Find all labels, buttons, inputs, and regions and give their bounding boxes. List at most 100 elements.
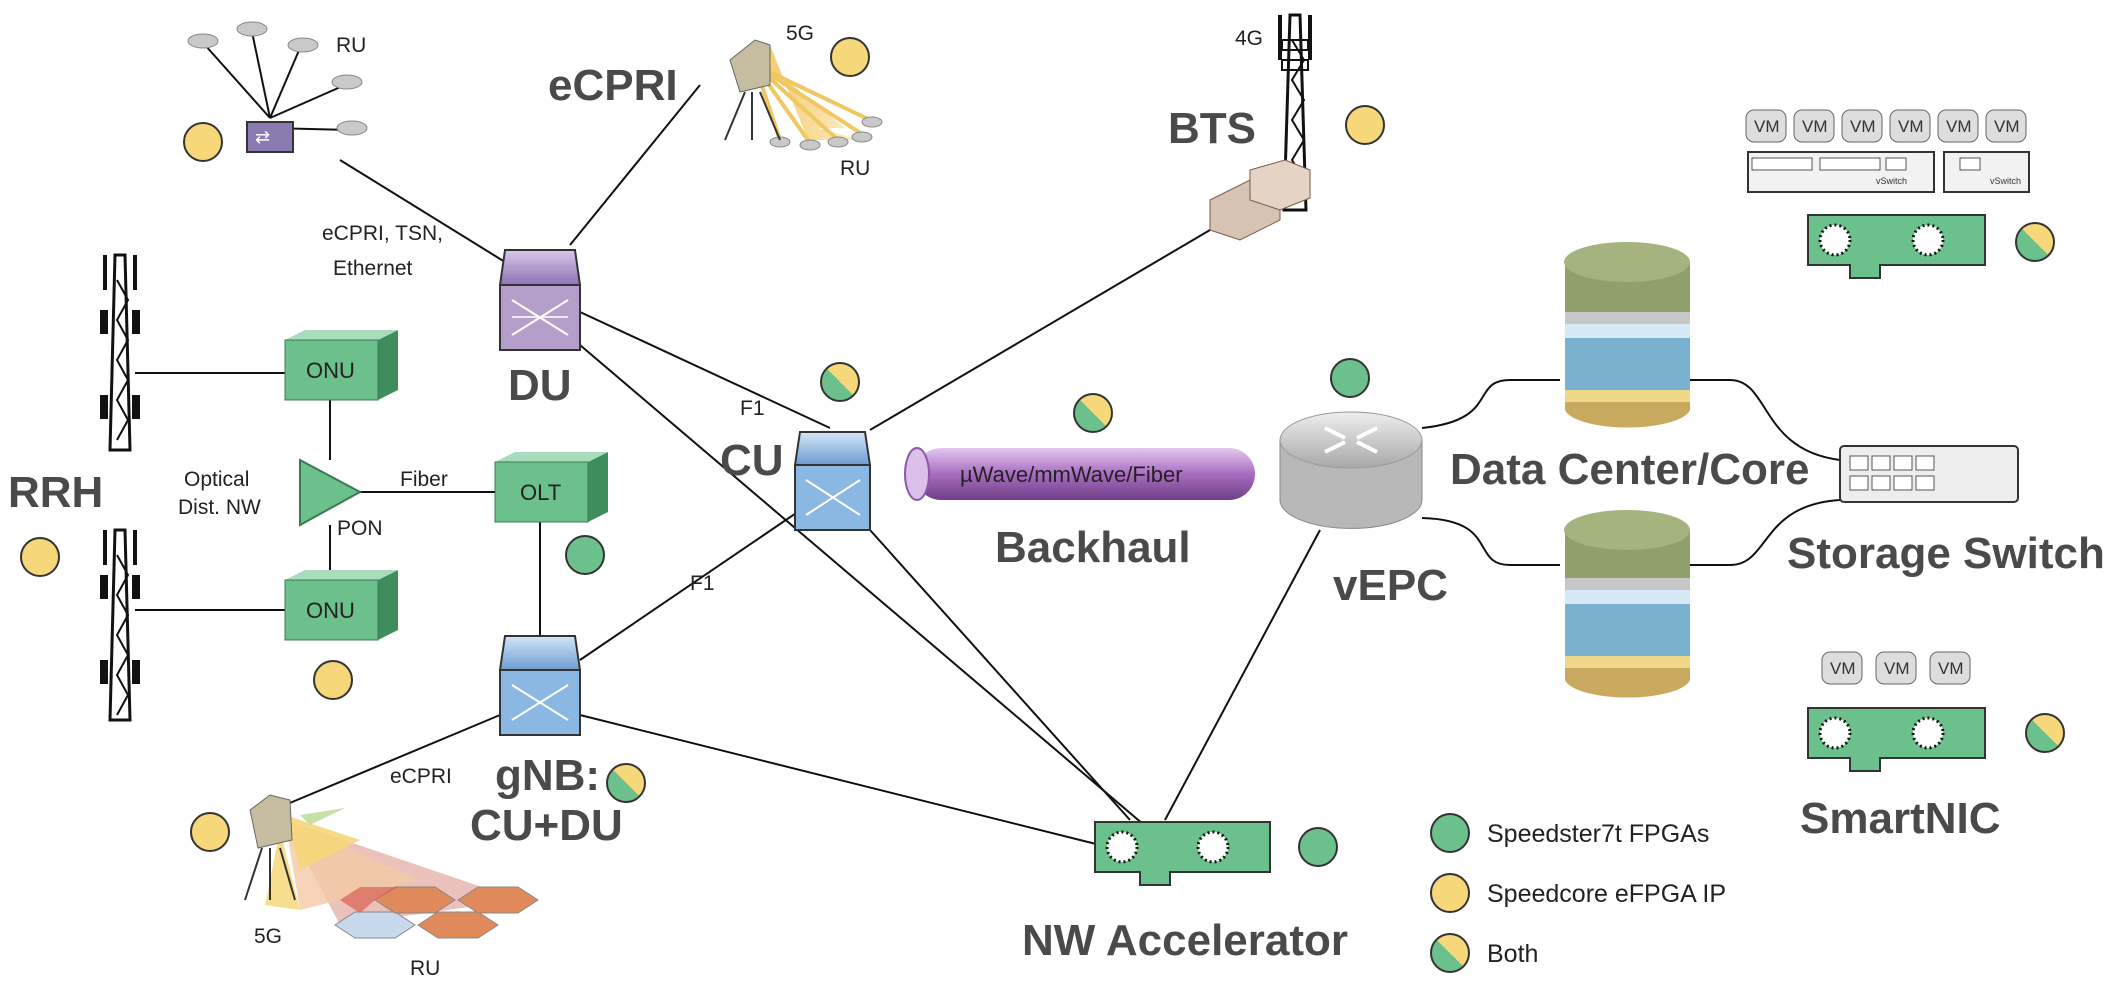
bts-icon (1209, 159, 1311, 241)
rrh-label: RRH (8, 468, 103, 517)
legend-swatch-yellow (1430, 873, 1470, 913)
vepc-label: vEPC (1333, 561, 1448, 610)
svg-text:VM: VM (1938, 659, 1964, 678)
svg-text:VM: VM (1994, 117, 2020, 136)
onu-bottom-label: ONU (306, 598, 355, 623)
link-vepc-db-top (1421, 379, 1560, 429)
link-5g-du (569, 84, 701, 246)
vm-row-smartnic: VM VM VM (1821, 651, 1971, 685)
link-db-top-switch (1690, 379, 1841, 461)
fpga-card-server (1807, 214, 1986, 279)
svg-text:⇄: ⇄ (255, 127, 270, 147)
storage-switch (1839, 445, 2019, 503)
storage-switch-label: Storage Switch (1787, 529, 2105, 578)
ru-antenna-icon (769, 116, 883, 151)
splitter-icon (299, 458, 363, 527)
rrh-tower-bottom (100, 528, 140, 722)
legend-swatch-green (1430, 813, 1470, 853)
nw-accelerator-card (1094, 821, 1271, 886)
fiveg-top-label: 5G (786, 22, 814, 45)
onu-box-top: ONU (284, 330, 398, 401)
smartnic-card (1807, 707, 1986, 772)
svg-text:VM: VM (1850, 117, 1876, 136)
marker-yellow (190, 812, 230, 852)
link-vepc-db-bottom (1421, 517, 1560, 566)
olt-box: OLT (494, 452, 608, 523)
marker-both (1073, 393, 1113, 433)
link-gnb-5g (284, 714, 501, 806)
marker-green (565, 535, 605, 575)
svg-text:VM: VM (1884, 659, 1910, 678)
fourg-label: 4G (1235, 27, 1263, 50)
marker-yellow (313, 660, 353, 700)
marker-both (2015, 222, 2055, 262)
link-cu-bts (869, 229, 1211, 431)
link-label-ethernet: Ethernet (333, 257, 413, 280)
link-du-nwaccel (579, 344, 1151, 831)
svg-text:vSwitch: vSwitch (1876, 176, 1907, 186)
marker-green (1330, 358, 1370, 398)
link-vepc-nwaccel (1164, 529, 1321, 821)
link-cu-nwaccel (869, 529, 1131, 821)
onu-box-bottom: ONU (284, 570, 398, 641)
rrh-tower-top (100, 253, 140, 452)
marker-yellow (20, 537, 60, 577)
legend-swatch-both (1430, 933, 1470, 973)
database-bottom (1564, 510, 1690, 698)
link-cu-gnb (579, 489, 831, 661)
du-switch (498, 249, 582, 351)
backhaul-label: Backhaul (995, 523, 1191, 572)
fiber-label: Fiber (400, 468, 448, 491)
olt-label: OLT (520, 480, 561, 505)
du-label: DU (508, 361, 572, 410)
legend-label-speedster: Speedster7t FPGAs (1487, 820, 1709, 848)
ru-antenna-icon (187, 21, 368, 136)
svg-text:VM: VM (1830, 659, 1856, 678)
cu-label: CU (720, 436, 784, 485)
svg-text:VM: VM (1898, 117, 1924, 136)
vepc-router (1279, 411, 1423, 529)
marker-yellow (183, 122, 223, 162)
tower-icon (729, 39, 771, 93)
optical-label-2: Dist. NW (178, 496, 261, 519)
cu-switch (793, 431, 872, 531)
fiveg-bottom-label: 5G (254, 925, 282, 948)
gnb-switch (498, 635, 582, 736)
marker-both (606, 763, 646, 803)
marker-yellow (830, 37, 870, 77)
ru-cluster-top-left: ⇄ RU (187, 21, 368, 153)
ru-hex-grid (334, 886, 539, 939)
f1-bottom-label: F1 (690, 572, 715, 595)
gnb-label-1: gNB: (495, 751, 600, 800)
pon-label: PON (337, 517, 383, 540)
fiveg-tower-top: 5G RU (724, 22, 883, 180)
legend: Speedster7t FPGAs Speedcore eFPGA IP Bot… (1430, 813, 1726, 973)
vm-row: VM VM VM VM VM VM (1745, 109, 2027, 143)
backhaul-pipe-label: µWave/mmWave/Fiber (960, 462, 1183, 487)
marker-yellow (1345, 105, 1385, 145)
svg-text:VM: VM (1754, 117, 1780, 136)
marker-green (1298, 827, 1338, 867)
svg-text:VM: VM (1946, 117, 1972, 136)
optical-label-1: Optical (184, 468, 249, 491)
database-top (1564, 242, 1690, 428)
status-markers (20, 37, 2065, 867)
switch-icon (246, 121, 294, 153)
fourg-tower: 4G (1235, 13, 1312, 212)
ru-top-label: RU (840, 157, 870, 180)
svg-text:VM: VM (1802, 117, 1828, 136)
link-gnb-nwaccel (579, 714, 1101, 846)
ru-top-left-label: RU (336, 34, 366, 57)
server-vms: VM VM VM VM VM VM vSwitch vSwitch (1745, 109, 2030, 193)
nw-accelerator-label: NW Accelerator (1022, 916, 1348, 965)
bts-label: BTS (1168, 104, 1256, 153)
ecpri-top-label: eCPRI (548, 61, 678, 110)
marker-both (2025, 713, 2065, 753)
marker-both (820, 362, 860, 402)
svg-text:vSwitch: vSwitch (1990, 176, 2021, 186)
link-db-bottom-switch (1690, 499, 1841, 566)
connection-lines (135, 84, 1841, 846)
legend-label-both: Both (1487, 940, 1538, 968)
